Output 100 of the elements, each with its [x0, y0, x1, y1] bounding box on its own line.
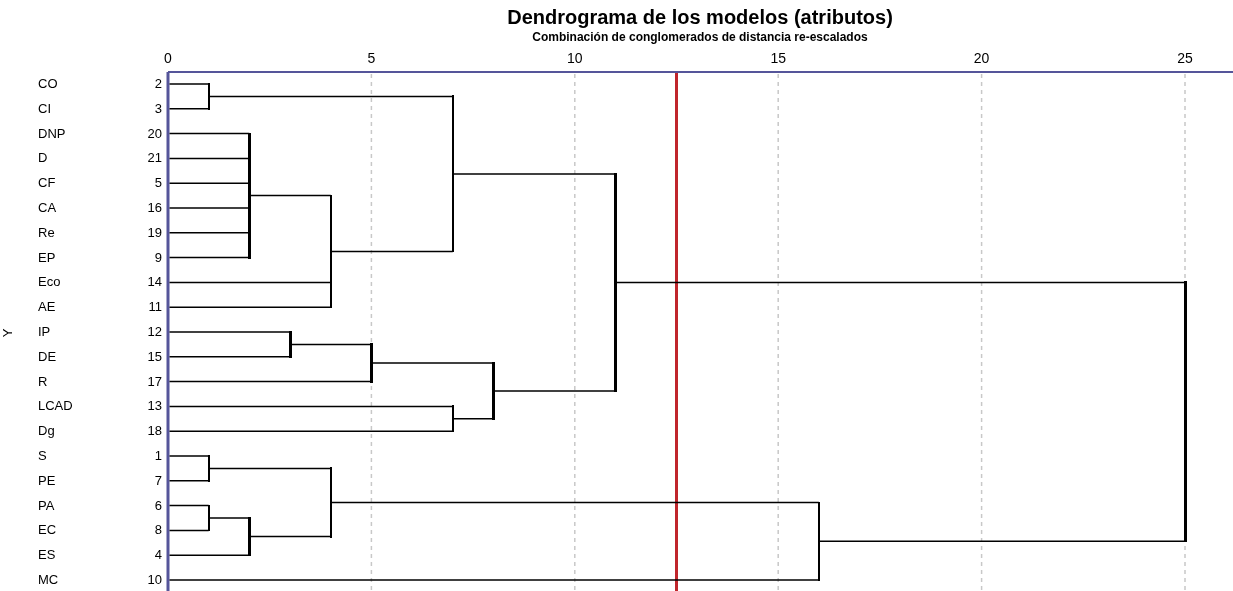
tick-label: 10	[567, 50, 583, 66]
case-number: 18	[147, 423, 162, 440]
dendrogram-branch	[168, 405, 454, 408]
item-label: MC	[38, 572, 59, 588]
case-number: 9	[154, 249, 162, 266]
dendrogram-branch	[168, 132, 251, 135]
case-number: 2	[154, 76, 162, 92]
dendrogram-branch	[289, 343, 373, 346]
case-number: 8	[154, 522, 162, 539]
merge-bar	[248, 132, 251, 259]
merge-bar	[207, 504, 211, 532]
dendrogram-branch	[207, 467, 332, 470]
merge-bar	[329, 194, 333, 309]
merge-bar	[1184, 281, 1187, 543]
dendrogram-branch	[168, 256, 251, 259]
dendrogram-branch	[168, 554, 251, 556]
dendrogram-branch	[168, 331, 291, 333]
merge-bar	[817, 501, 821, 581]
merge-bar	[492, 362, 495, 420]
dendrogram-branch	[168, 182, 251, 184]
dendrogram-branch	[168, 232, 251, 234]
item-label: IP	[38, 324, 51, 340]
merge-bar	[248, 517, 251, 557]
item-label: EC	[38, 522, 57, 539]
dendrogram-branch	[168, 504, 210, 507]
item-label: LCAD	[38, 398, 73, 415]
dendrogram-branch	[370, 362, 495, 364]
case-number: 12	[147, 324, 162, 340]
item-label: PA	[38, 497, 55, 514]
merge-bar	[451, 405, 455, 433]
merge-bar	[289, 331, 292, 358]
item-label: R	[38, 373, 48, 390]
dendrogram-branch	[168, 108, 210, 110]
item-label: CF	[38, 175, 56, 192]
dendrogram-branch	[614, 281, 1186, 284]
chart-title: Dendrograma de los modelos (atributos)	[507, 6, 893, 28]
dendrogram-branch	[168, 380, 373, 383]
case-number: 16	[147, 200, 162, 216]
item-label: ES	[38, 547, 56, 564]
case-number: 17	[147, 373, 162, 390]
dendrogram-branch	[207, 95, 454, 98]
axis-label: Y	[1, 328, 16, 338]
item-label: AE	[38, 299, 56, 316]
item-label: Eco	[38, 274, 61, 291]
dendrogram-branch	[168, 83, 210, 85]
case-number: 13	[147, 398, 162, 415]
tick-label: 25	[1177, 50, 1193, 66]
tick-label: 0	[164, 50, 172, 66]
item-label: PE	[38, 472, 56, 489]
item-label: Dg	[38, 423, 55, 440]
item-label: CA	[38, 200, 57, 216]
dendrogram-branch	[168, 207, 251, 209]
item-label: EP	[38, 249, 56, 266]
merge-bar	[451, 95, 455, 253]
case-number: 1	[154, 448, 162, 464]
merge-bar	[207, 83, 211, 110]
case-number: 14	[147, 274, 162, 291]
merge-bar	[329, 467, 333, 538]
dendrogram-branch	[329, 501, 820, 504]
case-number: 10	[147, 572, 162, 588]
item-label: DE	[38, 348, 57, 365]
case-number: 3	[154, 100, 162, 117]
dendrogram-branch	[452, 418, 495, 420]
merge-bar	[370, 343, 373, 383]
dendrogram-branch	[168, 157, 251, 160]
dendrogram-branch	[207, 517, 251, 519]
merge-bar	[614, 172, 617, 392]
case-number: 20	[147, 125, 162, 142]
tick-label: 5	[367, 50, 376, 66]
case-number: 21	[147, 150, 162, 167]
dendrogram-branch	[168, 529, 210, 532]
case-number: 19	[147, 224, 162, 241]
item-label: Re	[38, 224, 55, 241]
dendrogram-branch	[168, 579, 820, 581]
item-label: S	[38, 448, 47, 464]
dendrogram-branch	[168, 455, 210, 457]
case-number: 15	[147, 348, 162, 365]
case-number: 7	[154, 472, 162, 489]
case-number: 11	[148, 299, 162, 316]
dendrogram-branch	[818, 540, 1186, 542]
merge-bar	[207, 455, 211, 482]
axis-title: Combinación de conglomerados de distancia re-escalados	[532, 30, 868, 44]
dendrogram-branch	[168, 306, 332, 308]
dendrogram-branch	[492, 390, 617, 392]
dendrogram-branch	[168, 281, 332, 284]
dendrogram-branch	[168, 480, 210, 482]
tick-label: 20	[973, 50, 990, 66]
item-label: DNP	[38, 125, 66, 142]
dendrogram-branch	[168, 356, 291, 358]
case-number: 6	[154, 497, 162, 514]
dendrogram-branch	[248, 535, 332, 538]
dendrogram-branch	[452, 173, 617, 175]
case-number: 4	[154, 547, 162, 564]
item-label: CO	[38, 76, 58, 92]
dendrogram-branch	[168, 430, 454, 432]
dendrogram-branch	[329, 250, 454, 253]
dendrogram-branch	[248, 194, 332, 197]
item-label: CI	[38, 100, 51, 117]
item-label: D	[38, 150, 48, 167]
tick-label: 15	[770, 50, 786, 66]
